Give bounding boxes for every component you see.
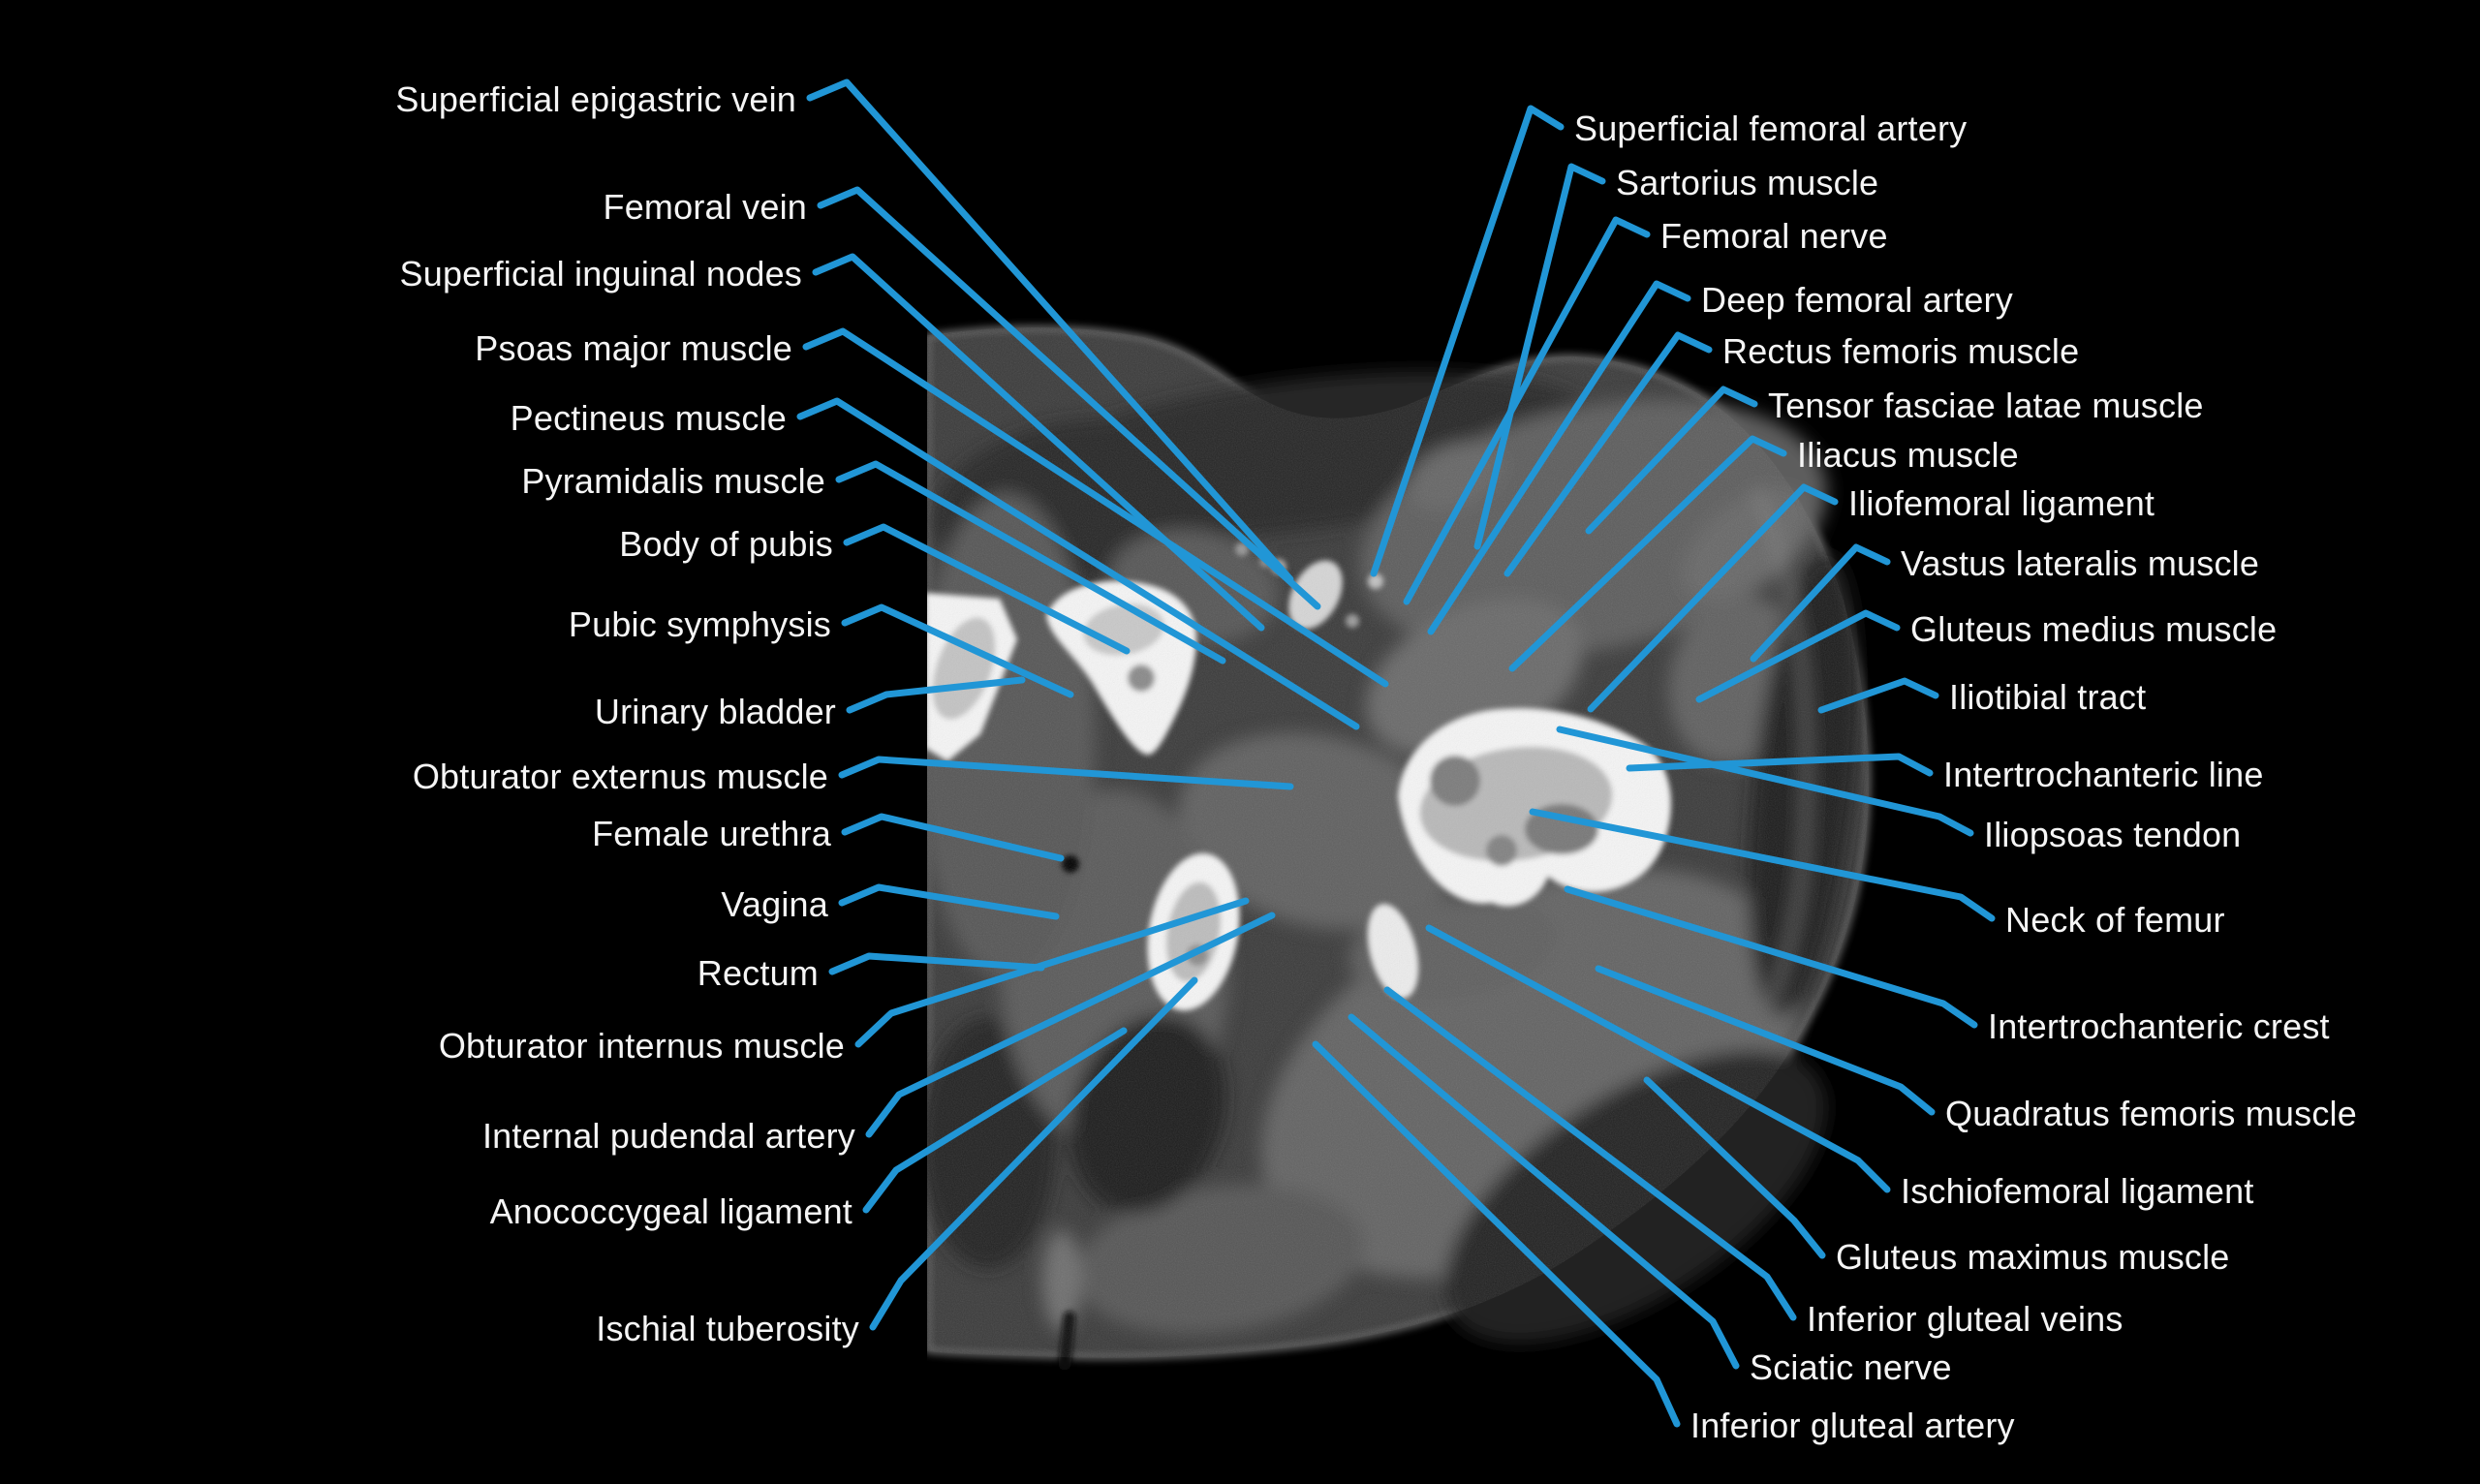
leader-line-deep-femoral-artery [1427, 280, 1691, 635]
anatomy-label-urinary-bladder: Urinary bladder [595, 692, 836, 731]
leader-line-rectus-femoris-muscle [1504, 331, 1713, 577]
anatomy-label-tensor-fasciae-latae-muscle: Tensor fasciae latae muscle [1768, 386, 2204, 425]
anatomy-label-iliopsoas-tendon: Iliopsoas tendon [1984, 815, 2241, 854]
anatomy-label-sciatic-nerve: Sciatic nerve [1750, 1347, 1952, 1387]
leader-line-inferior-gluteal-veins [1383, 986, 1797, 1321]
leader-line-intertrochanteric-crest [1564, 885, 1978, 1029]
leader-line-ischial-tuberosity [869, 976, 1198, 1331]
leader-line-femoral-nerve [1403, 216, 1651, 605]
anatomy-label-inferior-gluteal-veins: Inferior gluteal veins [1807, 1299, 2124, 1339]
anatomy-label-obturator-internus-muscle: Obturator internus muscle [439, 1026, 845, 1066]
anatomy-label-iliacus-muscle: Iliacus muscle [1797, 435, 2019, 475]
anatomy-label-ischial-tuberosity: Ischial tuberosity [596, 1309, 859, 1348]
anatomy-label-quadratus-femoris-muscle: Quadratus femoris muscle [1945, 1094, 2357, 1133]
anatomy-label-inferior-gluteal-artery: Inferior gluteal artery [1690, 1406, 2015, 1445]
anatomy-label-superficial-inguinal-nodes: Superficial inguinal nodes [400, 254, 802, 294]
leader-line-superficial-inguinal-nodes [812, 253, 1265, 632]
leader-line-gluteus-medius-muscle [1695, 609, 1901, 703]
anatomy-label-neck-of-femur: Neck of femur [2005, 900, 2225, 940]
anatomy-label-pyramidalis-muscle: Pyramidalis muscle [521, 461, 825, 501]
leader-line-pyramidalis-muscle [835, 460, 1226, 665]
leader-line-iliacus-muscle [1508, 435, 1787, 672]
leader-line-rectum [828, 952, 1045, 975]
anatomy-label-iliofemoral-ligament: Iliofemoral ligament [1848, 483, 2154, 523]
leader-line-sciatic-nerve [1348, 1013, 1740, 1370]
anatomy-label-rectus-femoris-muscle: Rectus femoris muscle [1722, 331, 2079, 371]
anatomy-label-femoral-vein: Femoral vein [604, 187, 807, 227]
leader-line-iliotibial-tract [1817, 677, 1939, 714]
anatomy-label-sartorius-muscle: Sartorius muscle [1616, 163, 1878, 202]
leader-line-ischiofemoral-ligament [1425, 924, 1891, 1193]
anatomy-label-iliotibial-tract: Iliotibial tract [1949, 677, 2146, 717]
leader-line-obturator-internus-muscle [854, 897, 1250, 1048]
leader-line-pectineus-muscle [796, 397, 1360, 730]
leader-line-gluteus-maximus-muscle [1643, 1076, 1826, 1259]
anatomy-label-superficial-femoral-artery: Superficial femoral artery [1574, 108, 1967, 148]
leader-line-tensor-fasciae-latae-muscle [1585, 386, 1758, 535]
anatomy-label-pectineus-muscle: Pectineus muscle [511, 398, 787, 438]
leader-line-superficial-epigastric-vein [806, 78, 1294, 583]
anatomy-label-female-urethra: Female urethra [592, 814, 832, 853]
anatomy-label-intertrochanteric-crest: Intertrochanteric crest [1988, 1006, 2330, 1046]
leader-line-urinary-bladder [846, 676, 1026, 714]
leader-line-internal-pudendal-artery [865, 912, 1276, 1138]
leader-line-vastus-lateralis-muscle [1750, 543, 1891, 663]
anatomy-label-ischiofemoral-ligament: Ischiofemoral ligament [1901, 1171, 2254, 1211]
anatomy-label-vastus-lateralis-muscle: Vastus lateralis muscle [1901, 543, 2259, 583]
anatomy-label-gluteus-medius-muscle: Gluteus medius muscle [1910, 609, 2277, 649]
leader-line-pubic-symphysis [841, 603, 1074, 698]
leader-line-iliofemoral-ligament [1587, 483, 1839, 713]
anatomy-label-pubic-symphysis: Pubic symphysis [569, 604, 831, 644]
leader-line-anococcygeal-ligament [862, 1027, 1128, 1214]
anatomy-label-intertrochanteric-line: Intertrochanteric line [1943, 755, 2264, 794]
leader-line-inferior-gluteal-artery [1312, 1040, 1681, 1428]
ct-noise-texture [927, 327, 1870, 1358]
anatomy-label-gluteus-maximus-muscle: Gluteus maximus muscle [1836, 1237, 2230, 1277]
leader-line-femoral-vein [817, 186, 1321, 610]
leader-line-iliopsoas-tendon [1556, 726, 1974, 837]
anatomy-label-rectum: Rectum [698, 953, 819, 993]
anatomy-label-vagina: Vagina [721, 884, 828, 924]
anatomy-label-internal-pudendal-artery: Internal pudendal artery [482, 1116, 855, 1156]
leader-line-psoas-major-muscle [802, 327, 1389, 688]
anatomy-label-superficial-epigastric-vein: Superficial epigastric vein [395, 79, 796, 119]
leader-line-vagina [838, 883, 1060, 920]
leader-line-female-urethra [841, 813, 1065, 862]
anatomy-label-obturator-externus-muscle: Obturator externus muscle [413, 757, 828, 796]
anatomy-label-anococcygeal-ligament: Anococcygeal ligament [490, 1191, 852, 1231]
leader-line-body-of-pubis [843, 523, 1131, 655]
leader-line-superficial-femoral-artery [1370, 105, 1565, 577]
leader-line-neck-of-femur [1529, 808, 1996, 922]
anatomy-label-psoas-major-muscle: Psoas major muscle [475, 328, 792, 368]
anatomy-label-deep-femoral-artery: Deep femoral artery [1701, 280, 2013, 320]
anatomy-label-body-of-pubis: Body of pubis [619, 524, 833, 564]
leader-line-obturator-externus-muscle [838, 756, 1294, 790]
ct-scan-image [927, 325, 1871, 1371]
leader-line-quadratus-femoris-muscle [1595, 965, 1936, 1116]
anatomy-label-femoral-nerve: Femoral nerve [1660, 216, 1888, 256]
